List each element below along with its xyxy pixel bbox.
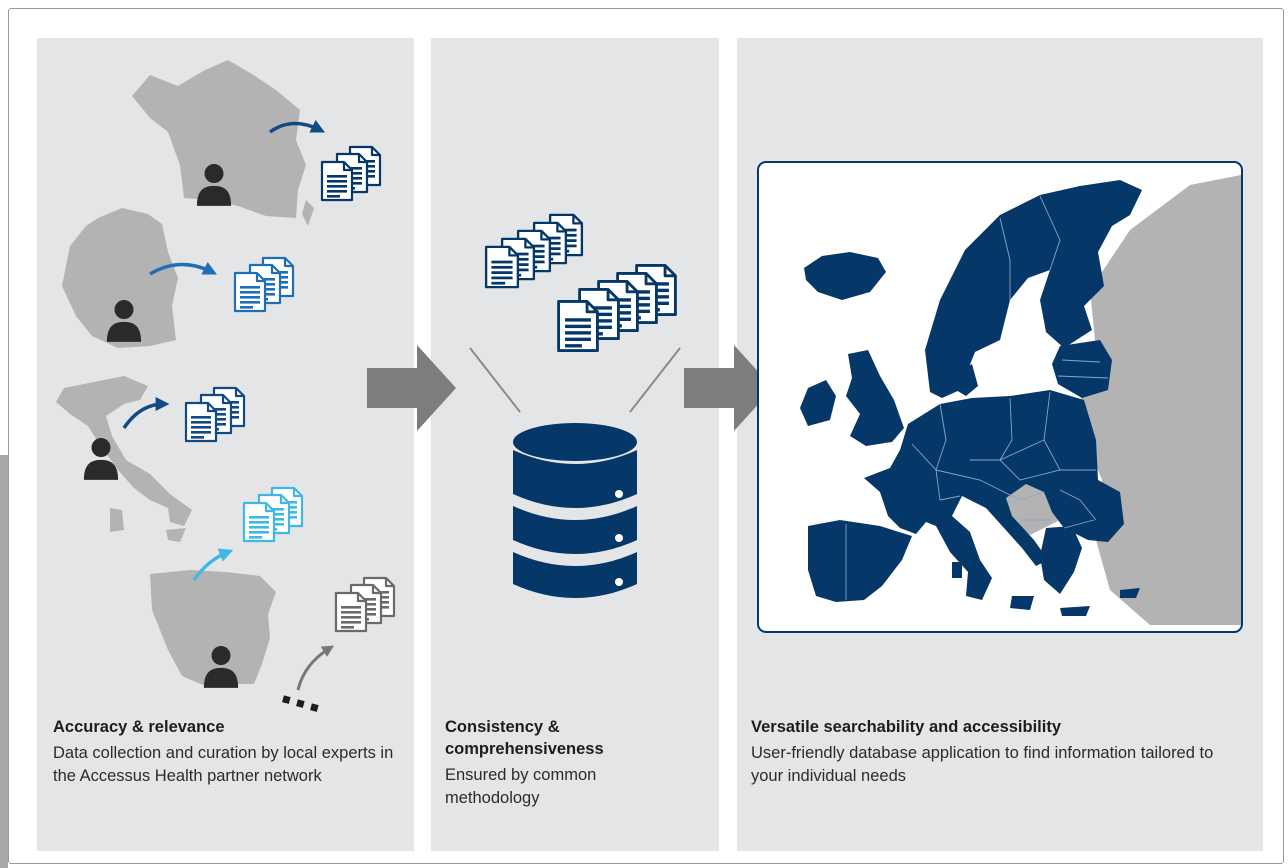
document-stack-icon xyxy=(233,256,295,313)
caption-title: Versatile searchability and accessibilit… xyxy=(751,718,1062,736)
caption-text: Data collection and curation by local ex… xyxy=(53,744,394,785)
document-stack-icon xyxy=(184,386,246,443)
connector-line xyxy=(629,347,681,413)
curved-arrow-icon xyxy=(268,119,326,134)
document-stack-icon xyxy=(557,263,677,353)
curved-arrow-icon xyxy=(296,645,335,691)
curved-arrow-icon xyxy=(192,548,234,582)
caption-text: Ensured by common methodology xyxy=(445,766,597,807)
france-country-shape xyxy=(132,60,314,226)
document-stack-icon xyxy=(484,213,584,289)
curved-arrow-icon xyxy=(149,261,218,276)
document-stack-icon xyxy=(320,145,382,202)
document-stack-icon xyxy=(334,576,396,633)
caption-title: Accuracy & relevance xyxy=(53,718,225,736)
caption-accuracy: Accuracy & relevance Data collection and… xyxy=(53,716,403,788)
document-stack-icon xyxy=(242,486,304,543)
flow-arrow-icon xyxy=(367,345,456,431)
curved-arrow-icon xyxy=(122,397,170,429)
caption-consistency: Consistency & comprehensiveness Ensured … xyxy=(445,716,695,810)
europe-map xyxy=(757,161,1243,633)
connector-line xyxy=(469,347,521,413)
caption-title: Consistency & comprehensiveness xyxy=(445,718,604,758)
italy-country-shape xyxy=(56,376,192,542)
ellipsis-dots-icon xyxy=(282,695,319,712)
germany-country-shape xyxy=(62,208,178,348)
left-edge-bar xyxy=(0,455,8,868)
spain-country-shape xyxy=(150,570,276,688)
flow-arrow-icon xyxy=(684,345,773,431)
database-icon xyxy=(513,423,637,598)
caption-searchability: Versatile searchability and accessibilit… xyxy=(751,716,1231,788)
caption-text: User-friendly database application to fi… xyxy=(751,744,1214,785)
